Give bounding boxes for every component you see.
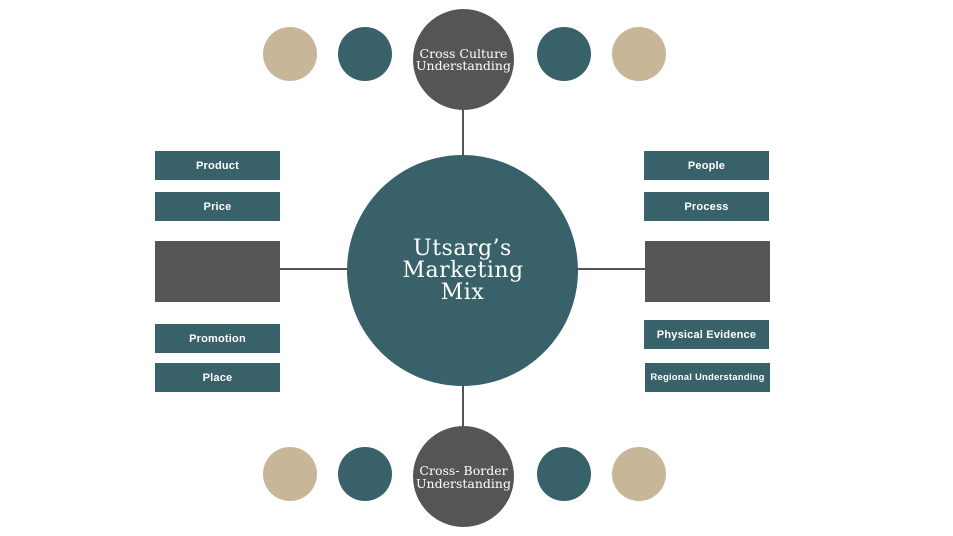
right-blank-box bbox=[645, 241, 770, 302]
right-item-label: Process bbox=[684, 200, 729, 213]
connector-bottom bbox=[462, 384, 464, 428]
decorative-dot-top-3 bbox=[537, 27, 591, 81]
decorative-dot-bottom-1 bbox=[263, 447, 317, 501]
left-item-label: Product bbox=[196, 159, 239, 172]
center-node: Utsarg’s Marketing Mix bbox=[347, 155, 578, 386]
decorative-dot-top-2 bbox=[338, 27, 392, 81]
top-hub-label: Cross Culture Understanding bbox=[416, 45, 511, 73]
decorative-dot-top-1 bbox=[263, 27, 317, 81]
right-item-process: Process bbox=[644, 192, 769, 221]
right-item-label: Regional Understanding bbox=[650, 372, 765, 383]
left-item-price: Price bbox=[155, 192, 280, 221]
decorative-dot-bottom-4 bbox=[612, 447, 666, 501]
connector-right bbox=[577, 268, 645, 270]
top-hub-node: Cross Culture Understanding bbox=[413, 9, 514, 110]
left-blank-box bbox=[155, 241, 280, 302]
connector-left bbox=[280, 268, 350, 270]
decorative-dot-bottom-3 bbox=[537, 447, 591, 501]
right-item-physical-evidence: Physical Evidence bbox=[644, 320, 769, 349]
left-item-promotion: Promotion bbox=[155, 324, 280, 353]
left-item-label: Promotion bbox=[189, 332, 246, 345]
connector-top bbox=[462, 108, 464, 158]
right-item-label: Physical Evidence bbox=[656, 328, 757, 341]
right-item-label: People bbox=[687, 159, 726, 172]
left-item-product: Product bbox=[155, 151, 280, 180]
bottom-hub-label: Cross- Border Understanding bbox=[416, 462, 511, 491]
center-title: Utsarg’s Marketing Mix bbox=[402, 235, 524, 305]
bottom-hub-node: Cross- Border Understanding bbox=[413, 426, 514, 527]
decorative-dot-bottom-2 bbox=[338, 447, 392, 501]
decorative-dot-top-4 bbox=[612, 27, 666, 81]
right-item-people: People bbox=[644, 151, 769, 180]
left-item-label: Place bbox=[202, 371, 233, 384]
left-item-place: Place bbox=[155, 363, 280, 392]
right-item-regional-understanding: Regional Understanding bbox=[645, 363, 770, 392]
left-item-label: Price bbox=[203, 200, 232, 213]
